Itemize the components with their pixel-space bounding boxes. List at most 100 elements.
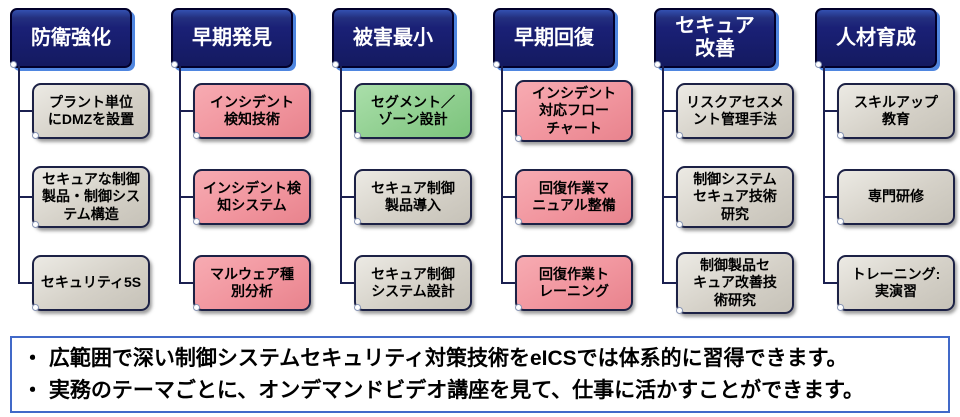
note-line: ・ 広範囲で深い制御システムセキュリティ対策技術をeICSでは体系的に習得できま…	[22, 347, 848, 370]
item-box: 回復作業ト レーニング	[515, 255, 633, 311]
connector-stub	[501, 282, 516, 284]
category-header: 被害最小	[332, 8, 454, 68]
connector-stub	[18, 282, 33, 284]
item-label: 回復作業マ ニュアル整備	[532, 179, 616, 213]
category-header-label: 被害最小	[353, 26, 433, 49]
connector-stub	[823, 110, 838, 112]
item-box: インシデント 対応フロー チャート	[515, 80, 633, 142]
item-box: セキュア制御 製品導入	[354, 169, 472, 225]
connector-stub	[340, 110, 355, 112]
connector-line	[823, 66, 825, 283]
item-box: インシデント検 知システム	[193, 169, 311, 225]
item-box: マルウェア種 別分析	[193, 255, 311, 311]
connector-stub	[662, 282, 677, 284]
connector-stub	[823, 196, 838, 198]
item-label: セグメント／ ゾーン設計	[371, 93, 455, 127]
connector-stub	[179, 282, 194, 284]
category-header-label: 早期発見	[192, 26, 272, 49]
item-box: インシデント 検知技術	[193, 83, 311, 139]
item-box: スキルアップ 教育	[837, 83, 955, 139]
item-row: セキュアな制御 製品・制御シス テム構造	[10, 154, 159, 240]
column-human-resources: 人材育成 スキルアップ 教育 専門研修 トレーニング: 実演習	[815, 8, 960, 326]
item-label: セキュアな制御 製品・制御シス テム構造	[42, 171, 140, 222]
item-box: リスクアセスメ ント管理手法	[676, 83, 794, 139]
item-box: 制御システム セキュア技術 研究	[676, 166, 794, 228]
item-box: セキュリティ5S	[32, 255, 150, 311]
connector-stub	[501, 110, 516, 112]
item-row: リスクアセスメ ント管理手法	[654, 68, 803, 154]
category-header-label: 人材育成	[836, 26, 916, 49]
connector-stub	[662, 110, 677, 112]
item-row: 制御システム セキュア技術 研究	[654, 154, 803, 240]
item-row: 専門研修	[815, 154, 960, 240]
item-label: セキュリティ5S	[40, 274, 142, 291]
connector-line	[501, 66, 503, 283]
connector-stub	[662, 196, 677, 198]
item-label: 制御システム セキュア技術 研究	[693, 171, 777, 222]
item-row: 制御製品セ キュア改善技 術研究	[654, 240, 803, 326]
item-row: インシデント 検知技術	[171, 68, 320, 154]
column-early-recovery: 早期回復 インシデント 対応フロー チャート 回復作業マ ニュアル整備 回復作業…	[493, 8, 642, 326]
connector-stub	[179, 196, 194, 198]
connector-stub	[501, 196, 516, 198]
column-early-detection: 早期発見 インシデント 検知技術 インシデント検 知システム マルウェア種 別分…	[171, 8, 320, 326]
connector-stub	[340, 282, 355, 284]
item-label: リスクアセスメ ント管理手法	[686, 93, 784, 127]
item-label: 専門研修	[868, 188, 924, 205]
connector-stub	[340, 196, 355, 198]
item-box: セキュアな制御 製品・制御シス テム構造	[32, 166, 150, 228]
item-row: 回復作業ト レーニング	[493, 240, 642, 326]
connector-line	[179, 66, 181, 283]
connector-line	[662, 66, 664, 283]
item-row: インシデント検 知システム	[171, 154, 320, 240]
item-box: 制御製品セ キュア改善技 術研究	[676, 252, 794, 314]
category-header: 早期発見	[171, 8, 293, 68]
category-header: 早期回復	[493, 8, 615, 68]
item-box: 回復作業マ ニュアル整備	[515, 169, 633, 225]
item-label: セキュア制御 システム設計	[371, 265, 455, 299]
connector-line	[340, 66, 342, 283]
item-row: セキュリティ5S	[10, 240, 159, 326]
item-row: セキュア制御 システム設計	[332, 240, 481, 326]
item-label: インシデント検 知システム	[203, 179, 301, 213]
item-label: トレーニング: 実演習	[851, 265, 941, 299]
item-row: インシデント 対応フロー チャート	[493, 68, 642, 154]
security-framework-diagram: 防衛強化 プラント単位 にDMZを設置 セキュアな制御 製品・制御シス テム構造…	[10, 8, 960, 326]
connector-stub	[179, 110, 194, 112]
item-box: セグメント／ ゾーン設計	[354, 83, 472, 139]
category-header: セキュア 改善	[654, 8, 776, 68]
connector-stub	[18, 196, 33, 198]
item-row: セキュア制御 製品導入	[332, 154, 481, 240]
category-header-label: 防衛強化	[31, 26, 111, 49]
item-label: セキュア制御 製品導入	[371, 179, 455, 213]
item-label: インシデント 対応フロー チャート	[532, 85, 616, 136]
item-box: 専門研修	[837, 169, 955, 225]
item-label: 回復作業ト レーニング	[539, 265, 609, 299]
category-header: 防衛強化	[10, 8, 132, 68]
note-line: ・ 実務のテーマごとに、オンデマンドビデオ講座を見て、仕事に活かすことができます…	[22, 378, 865, 402]
item-row: 回復作業マ ニュアル整備	[493, 154, 642, 240]
item-label: マルウェア種 別分析	[210, 265, 294, 299]
item-row: プラント単位 にDMZを設置	[10, 68, 159, 154]
connector-stub	[823, 282, 838, 284]
item-box: プラント単位 にDMZを設置	[32, 83, 150, 139]
item-box: セキュア制御 システム設計	[354, 255, 472, 311]
item-row: スキルアップ 教育	[815, 68, 960, 154]
item-label: プラント単位 にDMZを設置	[47, 93, 135, 127]
column-damage-minimization: 被害最小 セグメント／ ゾーン設計 セキュア制御 製品導入 セキュア制御 システ…	[332, 8, 481, 326]
category-header-label: 早期回復	[514, 26, 594, 49]
column-defense: 防衛強化 プラント単位 にDMZを設置 セキュアな制御 製品・制御シス テム構造…	[10, 8, 159, 326]
item-label: スキルアップ 教育	[854, 93, 938, 127]
connector-stub	[18, 110, 33, 112]
category-header-label: セキュア 改善	[675, 15, 755, 60]
note-box: ・ 広範囲で深い制御システムセキュリティ対策技術をeICSでは体系的に習得できま…	[10, 336, 950, 413]
item-box: トレーニング: 実演習	[837, 255, 955, 311]
category-header: 人材育成	[815, 8, 937, 68]
connector-line	[18, 66, 20, 283]
item-label: インシデント 検知技術	[210, 93, 294, 127]
column-secure-improvement: セキュア 改善 リスクアセスメ ント管理手法 制御システム セキュア技術 研究 …	[654, 8, 803, 326]
item-row: マルウェア種 別分析	[171, 240, 320, 326]
item-row: セグメント／ ゾーン設計	[332, 68, 481, 154]
item-row: トレーニング: 実演習	[815, 240, 960, 326]
item-label: 制御製品セ キュア改善技 術研究	[693, 257, 777, 308]
